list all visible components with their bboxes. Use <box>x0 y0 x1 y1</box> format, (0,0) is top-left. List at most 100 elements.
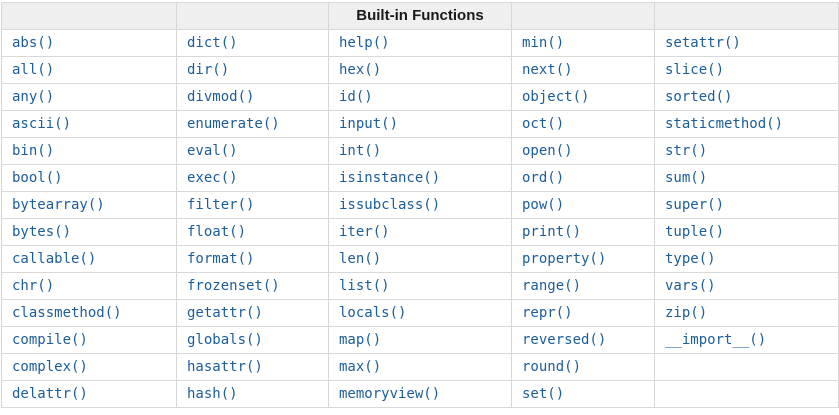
function-link[interactable]: bytes() <box>12 224 72 240</box>
function-link[interactable]: map() <box>339 332 382 348</box>
function-link[interactable]: ord() <box>522 170 565 186</box>
function-link[interactable]: dict() <box>187 35 238 51</box>
function-link[interactable]: eval() <box>187 143 238 159</box>
function-link[interactable]: enumerate() <box>187 116 280 132</box>
table-body: abs() dict() help() min() setattr() all() dir(… <box>1 29 839 408</box>
function-link[interactable]: input() <box>339 116 399 132</box>
function-link[interactable]: divmod() <box>187 89 255 105</box>
function-link[interactable]: chr() <box>12 278 55 294</box>
function-link[interactable]: bytearray() <box>12 197 105 213</box>
function-link[interactable]: hasattr() <box>187 359 263 375</box>
function-link[interactable]: bool() <box>12 170 63 186</box>
function-link[interactable]: isinstance() <box>339 170 441 186</box>
function-link[interactable]: min() <box>522 35 565 51</box>
function-link[interactable]: locals() <box>339 305 407 321</box>
function-link[interactable]: type() <box>665 251 716 267</box>
table-cell: pow() <box>511 191 655 219</box>
function-link[interactable]: next() <box>522 62 573 78</box>
function-link[interactable]: filter() <box>187 197 255 213</box>
function-link[interactable]: tuple() <box>665 224 725 240</box>
table-cell <box>654 353 839 381</box>
function-link[interactable]: vars() <box>665 278 716 294</box>
function-link[interactable]: pow() <box>522 197 565 213</box>
function-link[interactable]: delattr() <box>12 386 88 402</box>
function-link[interactable]: dir() <box>187 62 230 78</box>
function-link[interactable]: range() <box>522 278 582 294</box>
function-link[interactable]: sum() <box>665 170 708 186</box>
table-cell: frozenset() <box>176 272 329 300</box>
table-row: bin() eval() int() open() str() <box>1 137 839 165</box>
function-link[interactable]: exec() <box>187 170 238 186</box>
table-cell: dict() <box>176 29 329 57</box>
function-link[interactable]: issubclass() <box>339 197 441 213</box>
table-cell: set() <box>511 380 655 408</box>
function-link[interactable]: set() <box>522 386 565 402</box>
function-link[interactable]: open() <box>522 143 573 159</box>
function-link[interactable]: globals() <box>187 332 263 348</box>
table-cell: object() <box>511 83 655 111</box>
table-cell: delattr() <box>1 380 177 408</box>
table-header-cell <box>511 2 655 30</box>
function-link[interactable]: abs() <box>12 35 55 51</box>
function-link[interactable]: hex() <box>339 62 382 78</box>
function-link[interactable]: id() <box>339 89 373 105</box>
function-link[interactable]: classmethod() <box>12 305 122 321</box>
function-link[interactable]: slice() <box>665 62 725 78</box>
table-cell: all() <box>1 56 177 84</box>
function-link[interactable]: setattr() <box>665 35 741 51</box>
function-link[interactable]: staticmethod() <box>665 116 784 132</box>
function-link[interactable]: compile() <box>12 332 88 348</box>
function-link[interactable]: ascii() <box>12 116 72 132</box>
function-link[interactable]: iter() <box>339 224 390 240</box>
function-link[interactable]: int() <box>339 143 382 159</box>
table-cell: sorted() <box>654 83 839 111</box>
table-cell: repr() <box>511 299 655 327</box>
function-link[interactable]: format() <box>187 251 255 267</box>
table-cell: property() <box>511 245 655 273</box>
table-cell: len() <box>328 245 512 273</box>
function-link[interactable]: property() <box>522 251 607 267</box>
function-link[interactable]: memoryview() <box>339 386 441 402</box>
function-link[interactable]: max() <box>339 359 382 375</box>
function-link[interactable]: sorted() <box>665 89 733 105</box>
function-link[interactable]: oct() <box>522 116 565 132</box>
table-cell: getattr() <box>176 299 329 327</box>
function-link[interactable]: getattr() <box>187 305 263 321</box>
table-cell: staticmethod() <box>654 110 839 138</box>
function-link[interactable]: hash() <box>187 386 238 402</box>
table-cell: memoryview() <box>328 380 512 408</box>
table-cell: exec() <box>176 164 329 192</box>
function-link[interactable]: callable() <box>12 251 97 267</box>
function-link[interactable]: len() <box>339 251 382 267</box>
function-link[interactable]: str() <box>665 143 708 159</box>
function-link[interactable]: zip() <box>665 305 708 321</box>
table-row: bool() exec() isinstance() ord() sum() <box>1 164 839 192</box>
function-link[interactable]: round() <box>522 359 582 375</box>
function-link[interactable]: complex() <box>12 359 88 375</box>
table-header-row: Built-in Functions <box>1 2 839 30</box>
function-link[interactable]: help() <box>339 35 390 51</box>
table-cell: ascii() <box>1 110 177 138</box>
table-cell: setattr() <box>654 29 839 57</box>
function-link[interactable]: reversed() <box>522 332 607 348</box>
function-link[interactable]: frozenset() <box>187 278 280 294</box>
table-row: complex() hasattr() max() round() <box>1 353 839 381</box>
function-link[interactable]: __import__() <box>665 332 767 348</box>
function-link[interactable]: float() <box>187 224 247 240</box>
function-link[interactable]: list() <box>339 278 390 294</box>
function-link[interactable]: all() <box>12 62 55 78</box>
function-link[interactable]: object() <box>522 89 590 105</box>
table-cell: sum() <box>654 164 839 192</box>
table-cell: slice() <box>654 56 839 84</box>
table-header-cell <box>654 2 839 30</box>
table-row: callable() format() len() property() type() <box>1 245 839 273</box>
table-cell: chr() <box>1 272 177 300</box>
function-link[interactable]: print() <box>522 224 582 240</box>
function-link[interactable]: super() <box>665 197 725 213</box>
function-link[interactable]: repr() <box>522 305 573 321</box>
function-link[interactable]: bin() <box>12 143 55 159</box>
table-cell: max() <box>328 353 512 381</box>
table-cell: next() <box>511 56 655 84</box>
function-link[interactable]: any() <box>12 89 55 105</box>
